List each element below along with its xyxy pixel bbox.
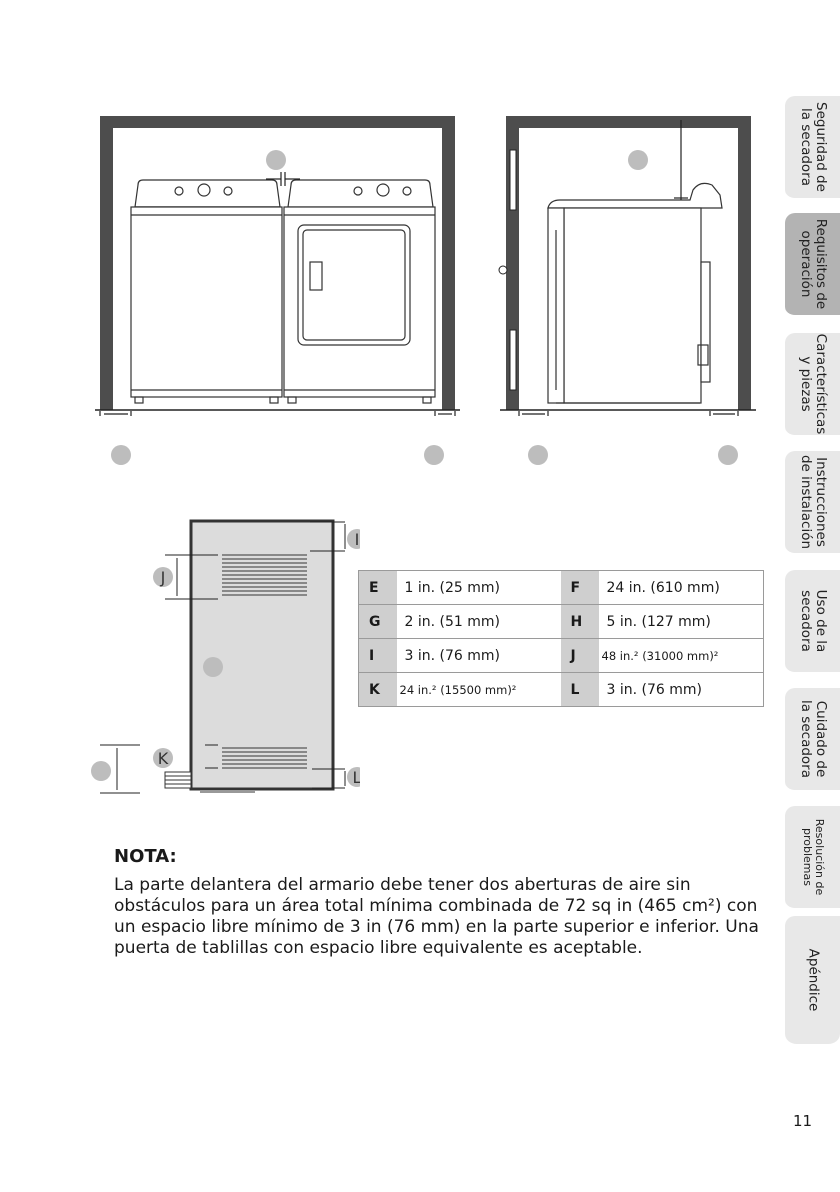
- spec-value: 3 in. (76 mm): [598, 672, 764, 707]
- tab-cuidado[interactable]: Cuidado de la secadora: [785, 688, 840, 792]
- tab-requisitos[interactable]: Requisitos de operación: [785, 213, 840, 317]
- spec-key: L: [560, 672, 599, 707]
- lower-vent-louvers: [222, 747, 307, 769]
- spec-value: 3 in. (76 mm): [396, 638, 561, 673]
- spec-value: 2 in. (51 mm): [396, 604, 561, 639]
- spec-key: I: [358, 638, 397, 673]
- table-row: K 24 in.² (15500 mm)² L 3 in. (76 mm): [358, 672, 764, 707]
- note-title: NOTA:: [114, 846, 177, 867]
- tab-instrucciones[interactable]: Instrucciones de instalación: [785, 451, 840, 555]
- tab-label: Uso de la secadora: [797, 589, 829, 653]
- tab-apendice[interactable]: Apéndice: [785, 916, 840, 1046]
- spec-value: 24 in.² (15500 mm)²: [396, 672, 561, 707]
- spec-key: F: [560, 570, 599, 605]
- dryer-illustration: [283, 179, 436, 404]
- installation-clearance-diagrams: [95, 116, 756, 465]
- callout-marker: [628, 150, 648, 170]
- table-row: I 3 in. (76 mm) J 48 in.² (31000 mm)²: [358, 638, 764, 673]
- callout-marker: [111, 445, 131, 465]
- tab-resolucion[interactable]: Resolución de problemas: [785, 806, 840, 910]
- cabinet-callouts: I J K L: [91, 529, 360, 787]
- note-text: La parte delantera del armario debe tene…: [114, 875, 759, 958]
- floor-block: [164, 771, 255, 793]
- clearance-spec-table: E 1 in. (25 mm) F 24 in. (610 mm) G 2 in…: [358, 570, 764, 707]
- table-row: G 2 in. (51 mm) H 5 in. (127 mm): [358, 604, 764, 639]
- tab-label: Instrucciones de instalación: [797, 454, 829, 550]
- tab-label: Apéndice: [805, 948, 821, 1012]
- dimension-arrows-front: [99, 172, 456, 416]
- callout-j: J: [160, 568, 166, 587]
- spec-value: 5 in. (127 mm): [598, 604, 764, 639]
- door-hinge: [509, 329, 517, 391]
- spec-value: 24 in. (610 mm): [598, 570, 764, 605]
- tab-caracteristicas[interactable]: Características y piezas: [785, 333, 840, 437]
- spec-key: H: [560, 604, 599, 639]
- dryer-side-illustration: [547, 182, 723, 404]
- spec-key: K: [358, 672, 397, 707]
- spec-value: 48 in.² (31000 mm)²: [598, 638, 764, 673]
- tab-uso[interactable]: Uso de la secadora: [785, 570, 840, 674]
- callout-marker: [718, 445, 738, 465]
- callout-l: L: [353, 768, 360, 787]
- table-row: E 1 in. (25 mm) F 24 in. (610 mm): [358, 570, 764, 605]
- tab-seguridad[interactable]: Seguridad de la secadora: [785, 96, 840, 200]
- cabinet-door-diagram: I J K L: [91, 519, 360, 794]
- callout-marker: [424, 445, 444, 465]
- spec-key: G: [358, 604, 397, 639]
- page-number: 11: [793, 1112, 813, 1130]
- tab-label: Resolución de problemas: [800, 818, 826, 896]
- tab-label: Requisitos de operación: [797, 218, 829, 310]
- cabinet-door: [189, 519, 335, 791]
- spec-value: 1 in. (25 mm): [396, 570, 561, 605]
- callout-k: K: [158, 749, 169, 768]
- upper-vent-louvers: [222, 554, 307, 596]
- washer-illustration: [130, 179, 283, 404]
- callout-i: I: [355, 530, 360, 549]
- callout-marker: [528, 445, 548, 465]
- tab-label: Seguridad de la secadora: [797, 102, 829, 192]
- tab-label: Características y piezas: [797, 333, 829, 435]
- callout-marker: [91, 761, 111, 781]
- side-view-diagram: [498, 116, 756, 465]
- callout-marker: [203, 657, 223, 677]
- front-view-diagram: [95, 116, 460, 465]
- callout-marker: [266, 150, 286, 170]
- tab-label: Cuidado de la secadora: [797, 699, 829, 779]
- spec-key: J: [560, 638, 599, 673]
- door-hinge: [509, 149, 517, 211]
- dimension-arrows-side: [518, 120, 739, 416]
- cabinet-dimension-lines: [100, 521, 346, 794]
- spec-key: E: [358, 570, 397, 605]
- door-knob: [498, 265, 508, 275]
